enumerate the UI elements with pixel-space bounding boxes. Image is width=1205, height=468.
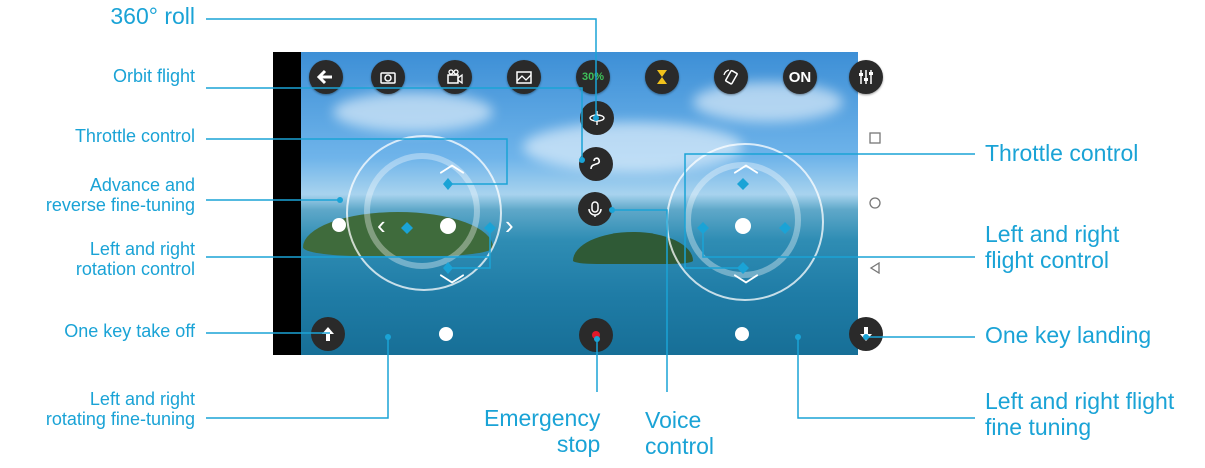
back-nav-icon[interactable]	[869, 262, 881, 274]
settings-icon	[859, 70, 873, 84]
right-joystick-thumb[interactable]	[735, 218, 751, 234]
flight-trim-slider[interactable]	[735, 327, 749, 341]
left-right-chevron: ›	[505, 210, 514, 240]
gallery-icon	[516, 71, 532, 84]
leader-lr-rot-fine	[206, 337, 389, 419]
advance-trim-slider[interactable]	[332, 218, 346, 232]
label-throttle-right: Throttle control	[985, 140, 1139, 166]
label-orbit: Orbit flight	[112, 66, 195, 86]
camera-icon	[380, 72, 396, 84]
on-toggle[interactable]: ON	[783, 60, 817, 94]
left-down-chevron: ﹀	[439, 272, 466, 302]
settings-button[interactable]	[849, 60, 883, 94]
left-joystick-thumb[interactable]	[440, 218, 456, 234]
leader-orbit	[206, 87, 583, 160]
hourglass-icon	[657, 70, 667, 84]
android-nav-bar	[858, 52, 891, 355]
timer-button[interactable]	[645, 60, 679, 94]
left-joystick-inner-ring	[364, 153, 480, 269]
leader-throttle-right	[684, 153, 975, 269]
label-advance: Advance and reverse fine-tuning	[45, 175, 195, 216]
leader-lr-rotation	[206, 228, 491, 269]
label-takeoff: One key take off	[64, 321, 195, 341]
screen-edge	[273, 52, 301, 355]
leader-throttle-left	[206, 138, 508, 185]
rotate-trim-slider[interactable]	[439, 327, 453, 341]
leader-lr-flight	[702, 228, 975, 258]
leader-roll	[206, 18, 597, 118]
label-lr-rot-fine: Left and right rotating fine-tuning	[45, 389, 195, 430]
label-emergency: Emergency stop	[484, 405, 601, 457]
battery-percent: 30%	[581, 71, 605, 83]
microphone-icon	[588, 201, 602, 217]
recent-apps-icon[interactable]	[869, 132, 881, 144]
label-lr-flight: Left and right flight control	[985, 221, 1120, 273]
on-label: ON	[788, 68, 812, 86]
back-icon	[316, 69, 332, 85]
home-icon[interactable]	[869, 197, 881, 209]
label-voice: Voice control	[645, 407, 715, 459]
orbit-icon	[590, 157, 601, 170]
takeoff-button[interactable]	[311, 317, 345, 351]
rotate-button[interactable]	[714, 60, 748, 94]
left-left-chevron: ‹	[377, 210, 386, 240]
right-joystick-inner-ring	[685, 162, 801, 278]
rotate-icon	[723, 69, 738, 85]
label-throttle-left: Throttle control	[74, 126, 195, 146]
label-roll: 360° roll	[110, 3, 195, 29]
orbit-button[interactable]	[579, 147, 613, 181]
video-icon	[447, 69, 463, 85]
label-lr-rotation: Left and right rotation control	[75, 239, 195, 280]
leader-lr-flight-fine	[797, 337, 975, 419]
cloud	[333, 92, 493, 132]
label-landing: One key landing	[985, 322, 1152, 348]
takeoff-icon	[322, 327, 334, 341]
label-lr-flight-fine: Left and right flight fine tuning	[985, 388, 1175, 440]
emergency-stop-button[interactable]	[579, 318, 613, 352]
leader-voice	[612, 209, 668, 392]
left-up-chevron: ︿	[439, 148, 466, 178]
voice-button[interactable]	[578, 192, 612, 226]
left-joystick-ring[interactable]	[346, 135, 502, 291]
right-down-chevron: ﹀	[733, 272, 760, 302]
